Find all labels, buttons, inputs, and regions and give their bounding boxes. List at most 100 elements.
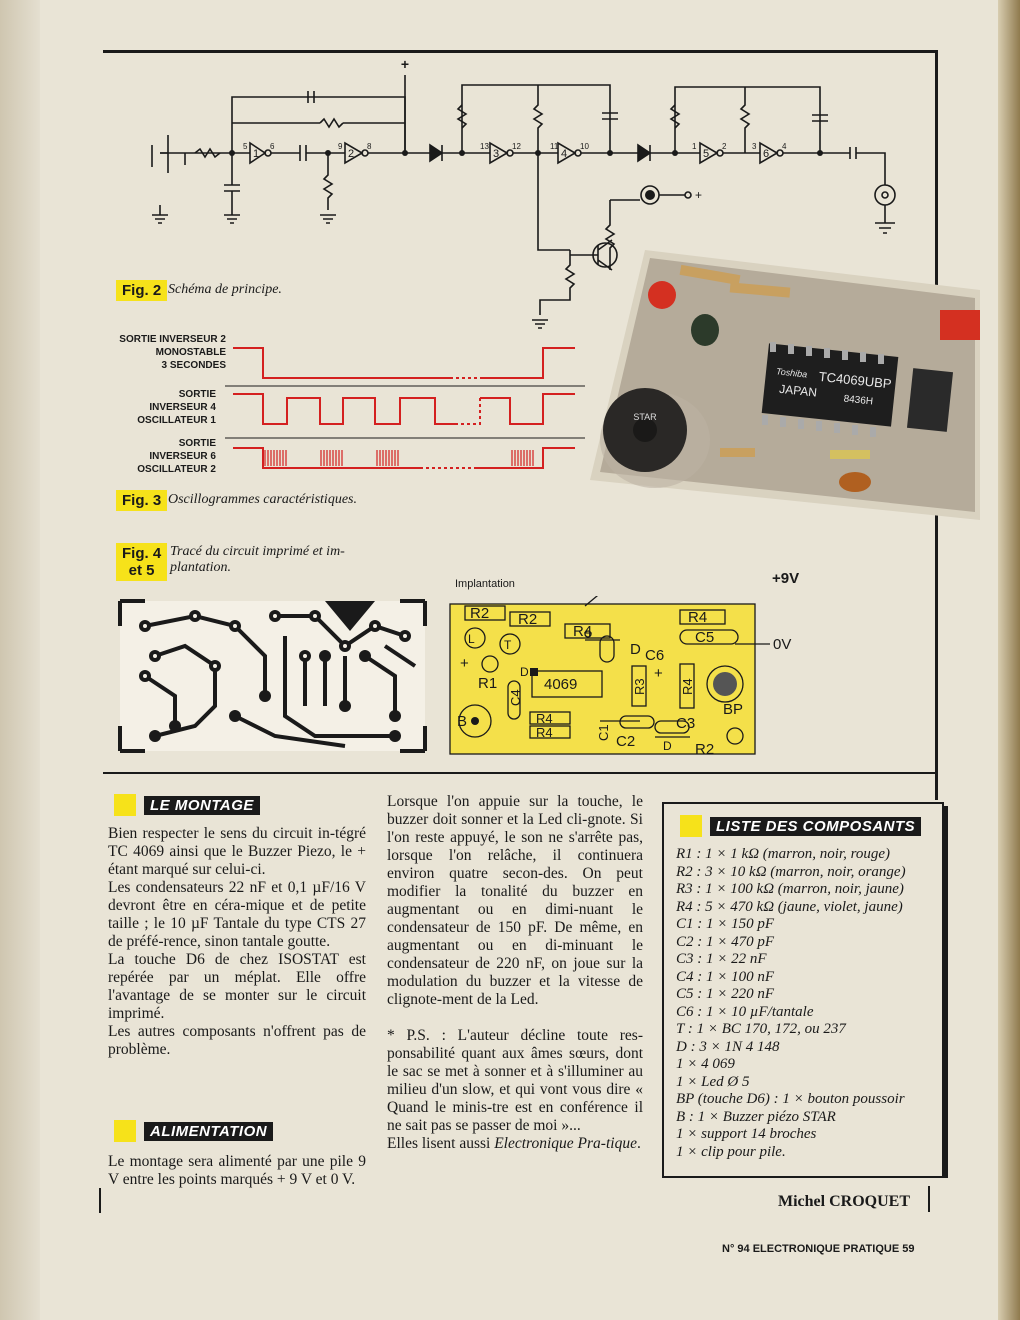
pin-label: 3 [752,142,757,151]
fig3-label: Fig. 3 [116,490,168,511]
pin-label: 12 [512,142,521,151]
component-item: 1 × Led Ø 5 [676,1073,750,1090]
pin-label: 2 [722,142,727,151]
montage-para-3: La touche D6 de chez ISOSTAT est repérée… [108,951,366,1022]
component-item: B : 1 × Buzzer piézo STAR [676,1108,836,1125]
middle-text: Lorsque l'on appuie sur la touche, le bu… [387,793,643,1153]
pcb-label-d1: D [630,641,641,658]
osc-line: OSCILLATEUR 2 [137,464,216,475]
heading-text: LE MONTAGE [144,795,260,815]
author-name: Michel CROQUET [778,1193,910,1210]
implantation-label: Implantation [455,578,515,590]
components-box-shadow-r [943,806,948,1178]
gate-number: 5 [703,148,709,160]
section-rule [103,772,938,774]
osc-label-1: SORTIE INVERSEUR 2 MONOSTABLE 3 SECONDES [106,333,226,372]
pin-label: 11 [550,142,559,151]
pcb-label-c6: C6 [645,647,664,664]
chip-brand: Toshiba [776,366,808,379]
osc-line: INVERSEUR 4 [149,402,216,413]
pcb-label-d3: D [663,739,672,753]
component-item: R2 : 3 × 10 kΩ (marron, noir, orange) [676,863,906,880]
pin-label: 9 [338,142,343,151]
left-margin-rule [99,1188,101,1213]
gate-number: 4 [561,148,567,160]
component-item: C1 : 1 × 150 pF [676,916,775,932]
pcb-label-ic: 4069 [544,676,577,693]
component-item: 1 × support 14 broches [676,1126,817,1142]
pcb-label-c4: C4 [508,689,523,706]
pcb-label-r4b: R4 [688,609,707,626]
component-item: C4 : 1 × 100 nF [676,968,775,985]
montage-para-1: Bien respecter le sens du circuit in-tég… [108,825,366,878]
heading-le-montage: LE MONTAGE [114,794,260,816]
magazine-name: Electronique Pra-tique [494,1135,637,1152]
pcb-label-c2: C2 [616,733,635,750]
pcb-label-d2: D [520,665,529,679]
fig2-label: Fig. 2 [116,280,168,301]
osc-label-3: SORTIE INVERSEUR 6 OSCILLATEUR 2 [96,437,216,476]
fig2-caption: Schéma de principe. [168,282,282,297]
pcb-label-b: B [457,713,467,730]
pcb-label-r2c: R2 [695,741,714,758]
middle-para-1: Lorsque l'on appuie sur la touche, le bu… [387,793,643,1008]
page-footer: N° 94 ELECTRONIQUE PRATIQUE 59 [722,1243,915,1255]
component-item: 1 × clip pour pile. [676,1143,786,1160]
heading-alimentation: ALIMENTATION [114,1120,274,1142]
montage-para-4: Les autres composants n'offrent pas de p… [108,1023,366,1058]
schematic-plus-label: + [401,56,409,72]
alimentation-text: Le montage sera alimenté par une pile 9 … [108,1153,366,1189]
component-item: C5 : 1 × 220 nF [676,986,775,1002]
buzzer-text: STAR [633,412,657,422]
fig45-caption-line: Tracé du circuit imprimé et im- [170,544,345,559]
middle-para-2: * P.S. : L'auteur décline toute res-pons… [387,1027,643,1134]
component-item: BP (touche D6) : 1 × bouton poussoir [676,1091,905,1107]
fig45-caption-line: plantation. [170,560,232,575]
pin-label: 6 [270,142,275,151]
chip-date: 8436H [843,394,873,408]
pcb-label-t: T [504,638,512,652]
pcb-label-plus2: + [654,665,663,682]
middle-para-3-suffix: . [636,1135,641,1152]
pcb-label-plus1: + [460,655,469,672]
circuit-photo: STAR Toshiba TC4069UBP JAPAN 8436H [590,250,980,520]
author-rule [928,1186,930,1212]
middle-para-3: Elles lisent aussi Electronique Pra-tiqu… [387,1135,643,1153]
pcb-label-r4d: R4 [536,711,553,726]
schematic-led-plus: + [695,188,702,202]
osc-line: MONOSTABLE [155,347,226,358]
pin-label: 13 [480,142,489,151]
gate-number: 1 [253,148,259,160]
pcb-label-r2a: R2 [470,605,489,622]
component-item: C3 : 1 × 22 nF [676,951,767,967]
heading-text: ALIMENTATION [144,1121,274,1141]
pcb-label-r4c: R4 [680,678,695,695]
page-right-edge [998,0,1020,1320]
pin-label: 4 [782,142,787,151]
pcb-label-l: L [468,632,475,646]
gate-number: 6 [763,148,769,160]
osc-line: INVERSEUR 6 [149,451,216,462]
pin-label: 10 [580,142,589,151]
component-item: D : 3 × 1N 4 148 [676,1038,780,1055]
pcb-label-c1: C1 [596,724,611,741]
fig3-caption: Oscillogrammes caractéristiques. [168,492,357,507]
page-binding-edge [0,0,40,1320]
pin-label: 5 [243,142,248,151]
pcb-implantation: R2 R2 R4 R4 C5 L T + R1 D C6 + D 4069 R3… [449,596,770,758]
gate-number: 3 [493,148,499,160]
chip-country: JAPAN [779,382,818,400]
heading-liste-composants: LISTE DES COMPOSANTS [680,815,922,837]
osc-label-2: SORTIE INVERSEUR 4 OSCILLATEUR 1 [96,388,216,427]
montage-para-2: Les condensateurs 22 nF et 0,1 µF/16 V d… [108,879,366,950]
montage-text: Bien respecter le sens du circuit in-tég… [108,825,366,1059]
component-item: 1 × 4 069 [676,1056,735,1072]
fig45-caption: Tracé du circuit imprimé et im- plantati… [170,544,345,576]
component-item: T : 1 × BC 170, 172, ou 237 [676,1021,846,1037]
alimentation-para: Le montage sera alimenté par une pile 9 … [108,1153,366,1188]
pcb-trace [118,599,427,753]
heading-square [680,815,702,837]
pcb-label-r4e: R4 [536,725,553,740]
middle-para-3-prefix: Elles lisent aussi [387,1135,495,1152]
pcb-label-r1: R1 [478,675,497,692]
